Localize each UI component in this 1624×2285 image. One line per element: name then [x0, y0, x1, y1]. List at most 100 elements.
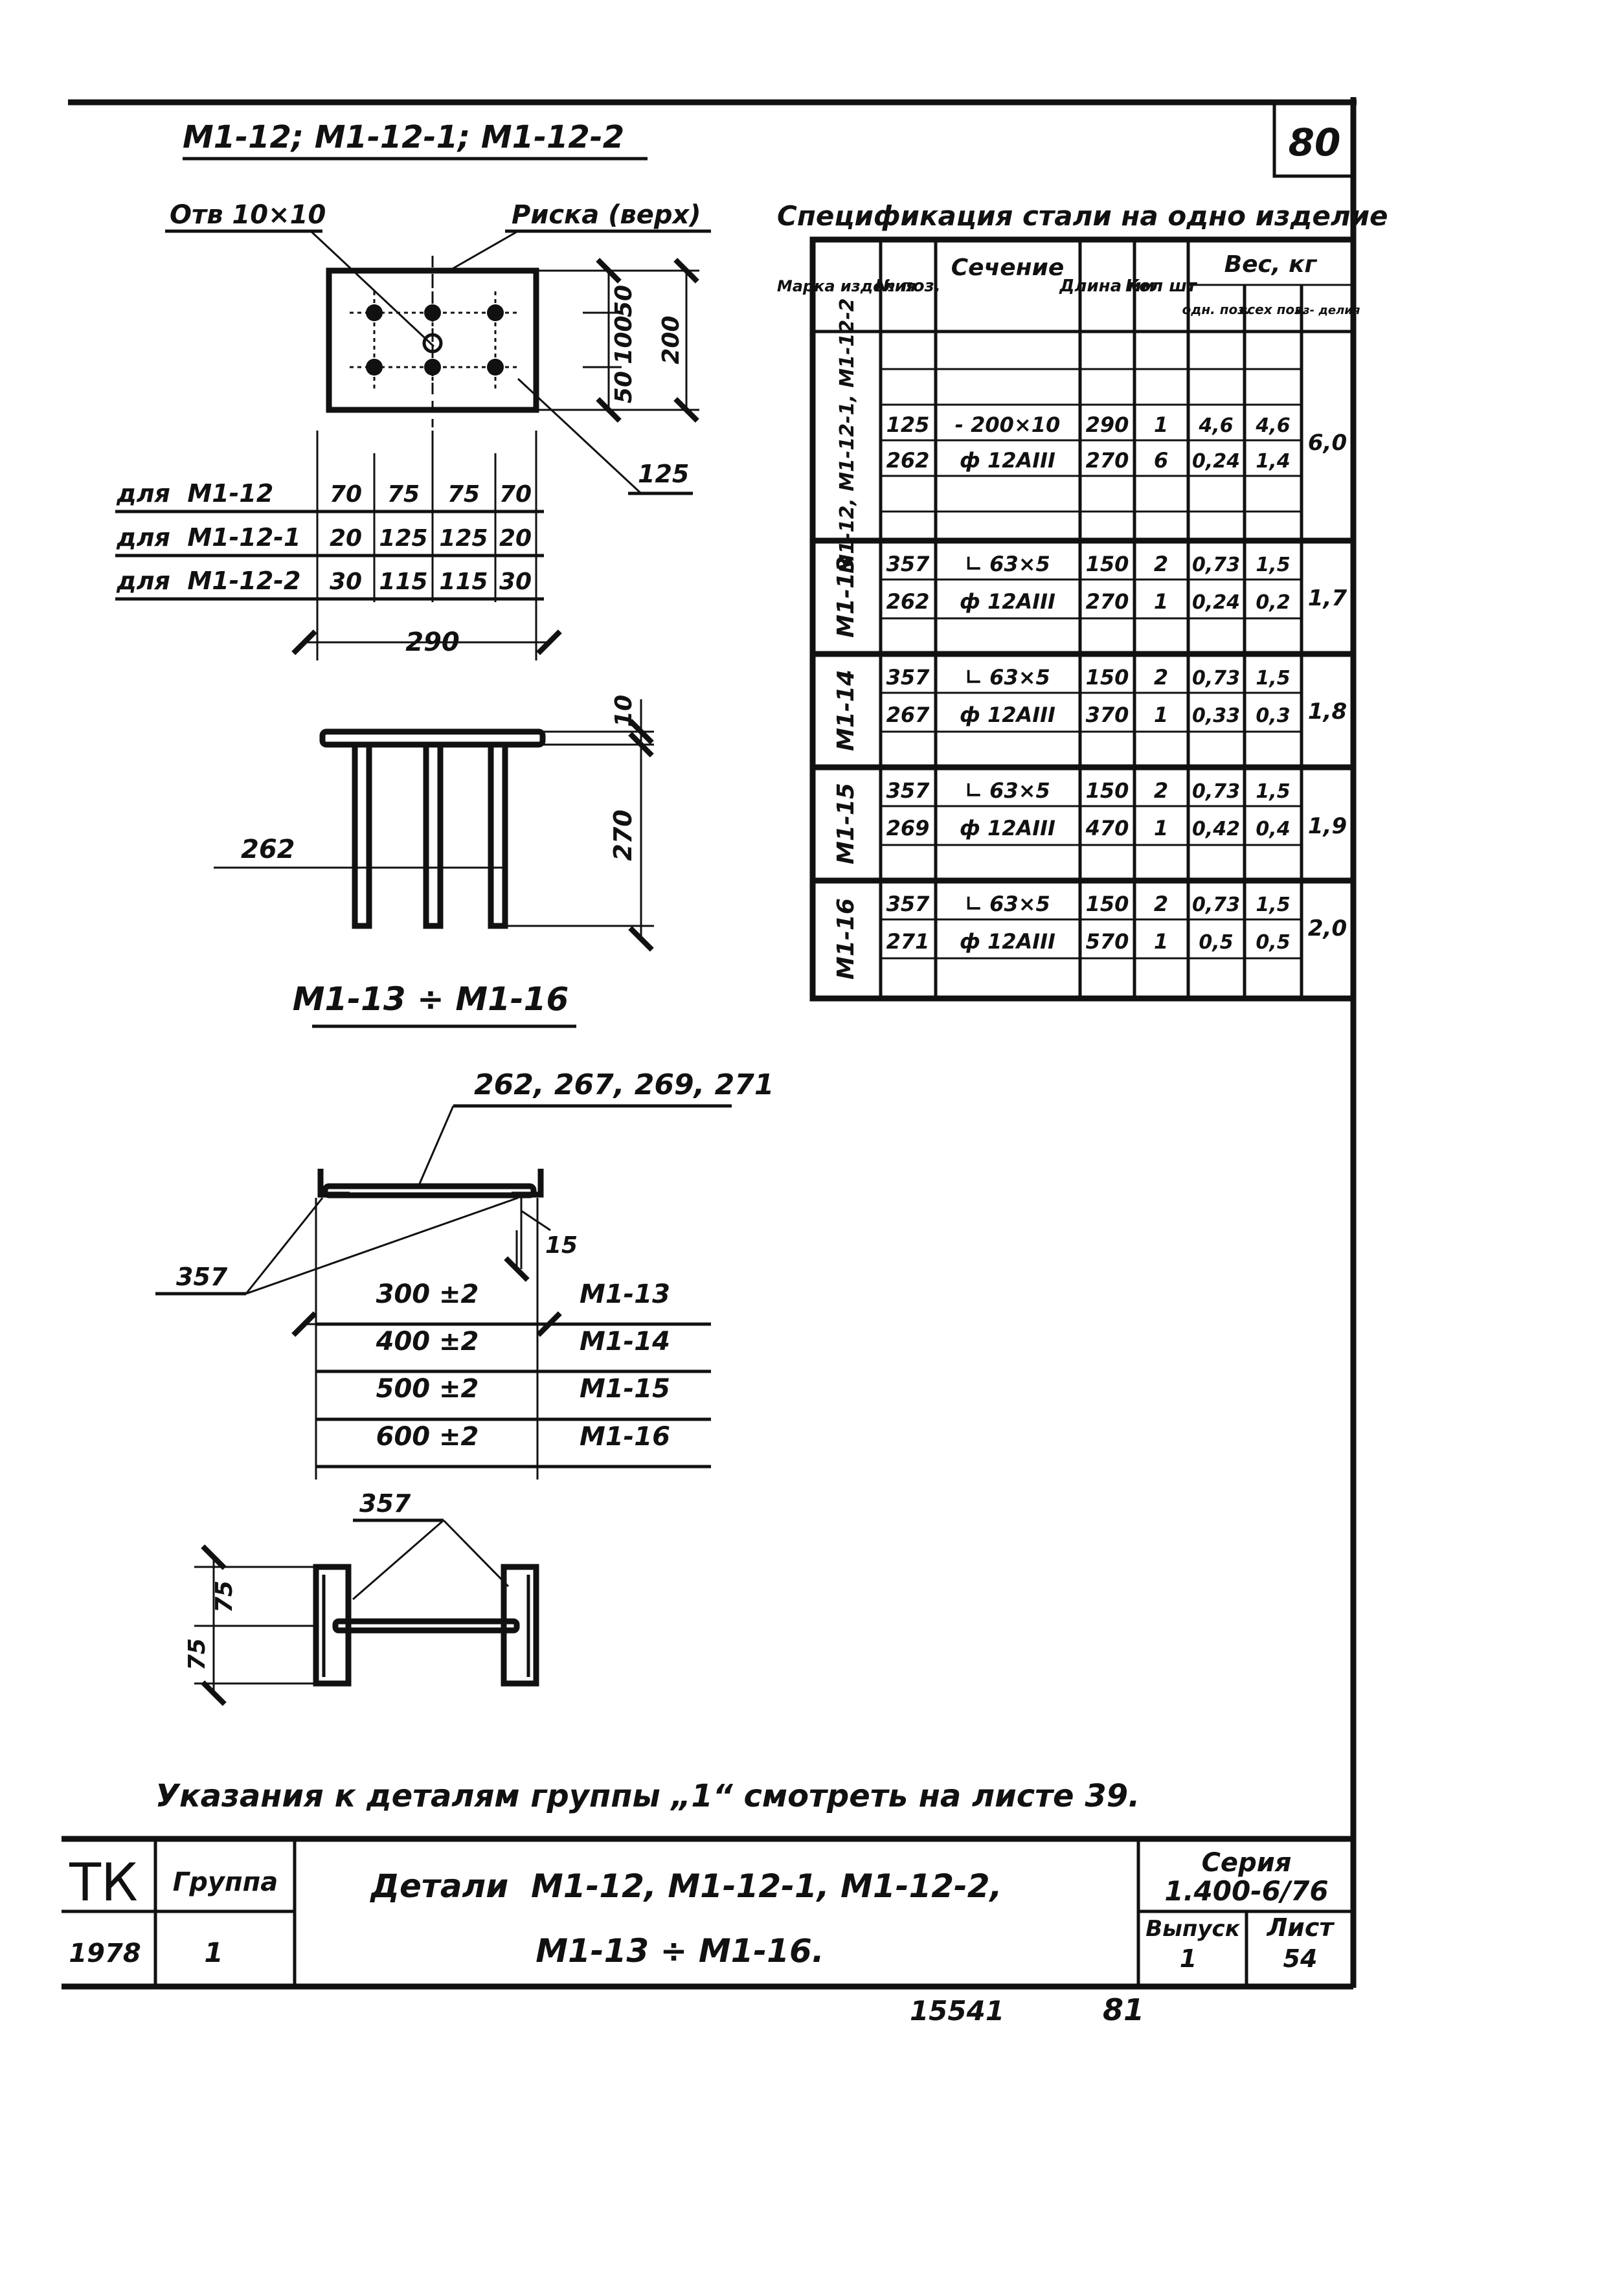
spec-header-pos: № поз.: [874, 276, 940, 296]
dim-270: 270: [609, 809, 637, 861]
spec-cell: 2: [1154, 778, 1168, 803]
stamp-issue-label: Выпуск: [1145, 1916, 1240, 1942]
row-val-m1-12-1-a: 20: [330, 525, 362, 552]
spec-group-mark-5: М1-16: [833, 898, 859, 980]
spec-cell: 0,42: [1192, 818, 1240, 840]
spec-cell: 0,73: [1192, 554, 1240, 576]
row-val-m1-12-d: 70: [499, 481, 532, 508]
stamp-tk: ТК: [69, 1852, 138, 1913]
spec-cell: 267: [886, 703, 930, 727]
spec-cell: 0,73: [1192, 780, 1240, 803]
spec-cell: 0,24: [1192, 450, 1240, 473]
spec-cell: 357: [886, 552, 930, 576]
spec-cell: 125: [886, 412, 930, 437]
stamp-year: 1978: [69, 1939, 141, 1968]
pos-list-label: 262, 267, 269, 271: [474, 1068, 774, 1101]
spec-cell: 0,73: [1192, 894, 1240, 916]
row-val-m1-12-c: 75: [447, 481, 480, 508]
pos-262-label: 262: [241, 835, 295, 864]
row-label-m1-12: для М1-12: [116, 479, 273, 508]
spec-cell: 262: [886, 448, 930, 473]
spec-cell: 150: [1086, 552, 1129, 576]
spec-cell: 1: [1154, 816, 1168, 840]
stamp-sheet-label: Лист: [1267, 1913, 1335, 1942]
angle-plan-view: [194, 1518, 539, 1706]
span-mark-m1-16: М1-16: [580, 1422, 670, 1452]
spec-cell: ∟ 63×5: [965, 552, 1050, 576]
series-title: М1-13 ÷ М1-16: [293, 980, 569, 1018]
dim-15: 15: [545, 1232, 578, 1259]
spec-group-mark-4: М1-15: [833, 783, 859, 864]
spec-cell: ф 12АIII: [960, 929, 1055, 954]
stamp-title-line1: Детали М1-12, М1-12-1, М1-12-2,: [369, 1867, 1002, 1905]
row-val-m1-12-2-d: 30: [499, 568, 532, 595]
spec-cell: 357: [886, 665, 930, 690]
spec-header-qty: Кол шт: [1125, 276, 1198, 296]
spec-total-1: 6,0: [1308, 430, 1347, 456]
spec-cell: 6: [1154, 448, 1168, 473]
plate-side-view: [214, 699, 654, 952]
stamp-series-value: 1.400-6/76: [1164, 1875, 1328, 1907]
row-label-m1-12-1: для М1-12-1: [116, 523, 301, 552]
spec-group-mark-1: М1-12, М1-12-1, М1-12-2: [836, 298, 859, 573]
span-mark-m1-15: М1-15: [580, 1374, 670, 1404]
spec-cell: 570: [1086, 929, 1129, 954]
pos-357-label-b: 357: [359, 1489, 411, 1518]
stamp-group-value: 1: [204, 1937, 223, 1968]
row-val-m1-12-2-b: 115: [379, 568, 427, 595]
spec-cell: ∟ 63×5: [965, 665, 1050, 690]
spec-cell: 1: [1154, 929, 1168, 954]
spec-header-w-all: всех поз.: [1239, 302, 1307, 317]
spec-group-mark-2: М1-13: [833, 556, 859, 638]
spec-cell: 150: [1086, 892, 1129, 916]
spec-cell: 270: [1086, 589, 1129, 614]
spec-cell: 1: [1154, 412, 1168, 437]
spec-cell: 262: [886, 589, 930, 614]
stamp-title-line2: М1-13 ÷ М1-16.: [536, 1932, 824, 1970]
span-mark-m1-13: М1-13: [580, 1279, 670, 1309]
plate-drawing: [326, 256, 539, 427]
spec-title: Спецификация стали на одно изделие: [777, 200, 1388, 232]
stamp-group-label: Группа: [173, 1867, 278, 1897]
spec-cell: 2: [1154, 665, 1168, 690]
spec-cell: 357: [886, 892, 930, 916]
spec-header-w-one: одн. поз.: [1182, 302, 1250, 317]
footer-page: 81: [1103, 1992, 1144, 2027]
spec-cell: ф 12АIII: [960, 589, 1055, 614]
span-mark-m1-14: М1-14: [580, 1327, 670, 1356]
spec-total-2: 1,7: [1308, 585, 1348, 611]
dim-50-top: 50: [611, 285, 637, 317]
span-dim-m1-16: 600 ±2: [376, 1422, 479, 1452]
spec-total-4: 1,9: [1308, 813, 1347, 839]
spec-cell: 0,5: [1199, 931, 1233, 954]
spec-header-mark: Марка изделия: [777, 277, 916, 295]
plate-title: М1-12; М1-12-1; М1-12-2: [183, 119, 624, 155]
spec-cell: 0,33: [1192, 704, 1240, 727]
row-label-m1-12-2: для М1-12-2: [116, 567, 301, 595]
dim-75-top: 75: [211, 1581, 238, 1613]
spec-cell: 290: [1086, 412, 1129, 437]
risk-label: Риска (верх): [512, 200, 701, 230]
stamp-sheet-value: 54: [1283, 1944, 1318, 1973]
spec-cell: 1,5: [1256, 667, 1290, 690]
row-val-m1-12-2-c: 115: [439, 568, 488, 595]
plate-dimension-table: [115, 431, 562, 660]
spec-cell: 1,5: [1256, 894, 1290, 916]
spec-cell: ф 12АIII: [960, 448, 1055, 473]
spec-cell: ∟ 63×5: [965, 778, 1050, 803]
dim-75-bottom: 75: [184, 1638, 210, 1671]
spec-cell: 269: [886, 816, 930, 840]
spec-cell: ∟ 63×5: [965, 892, 1050, 916]
spec-cell: 270: [1086, 448, 1129, 473]
spec-total-5: 2,0: [1308, 916, 1347, 941]
spec-group-mark-3: М1-14: [833, 670, 859, 751]
row-val-m1-12-b: 75: [387, 481, 420, 508]
page-number-box: [1272, 102, 1355, 178]
spec-cell: 0,73: [1192, 667, 1240, 690]
spec-cell: 2: [1154, 892, 1168, 916]
row-val-m1-12-a: 70: [330, 481, 362, 508]
span-dim-m1-14: 400 ±2: [376, 1327, 479, 1356]
spec-cell: 0,2: [1256, 591, 1290, 614]
spec-cell: ф 12АIII: [960, 816, 1055, 840]
spec-total-3: 1,8: [1308, 699, 1347, 725]
